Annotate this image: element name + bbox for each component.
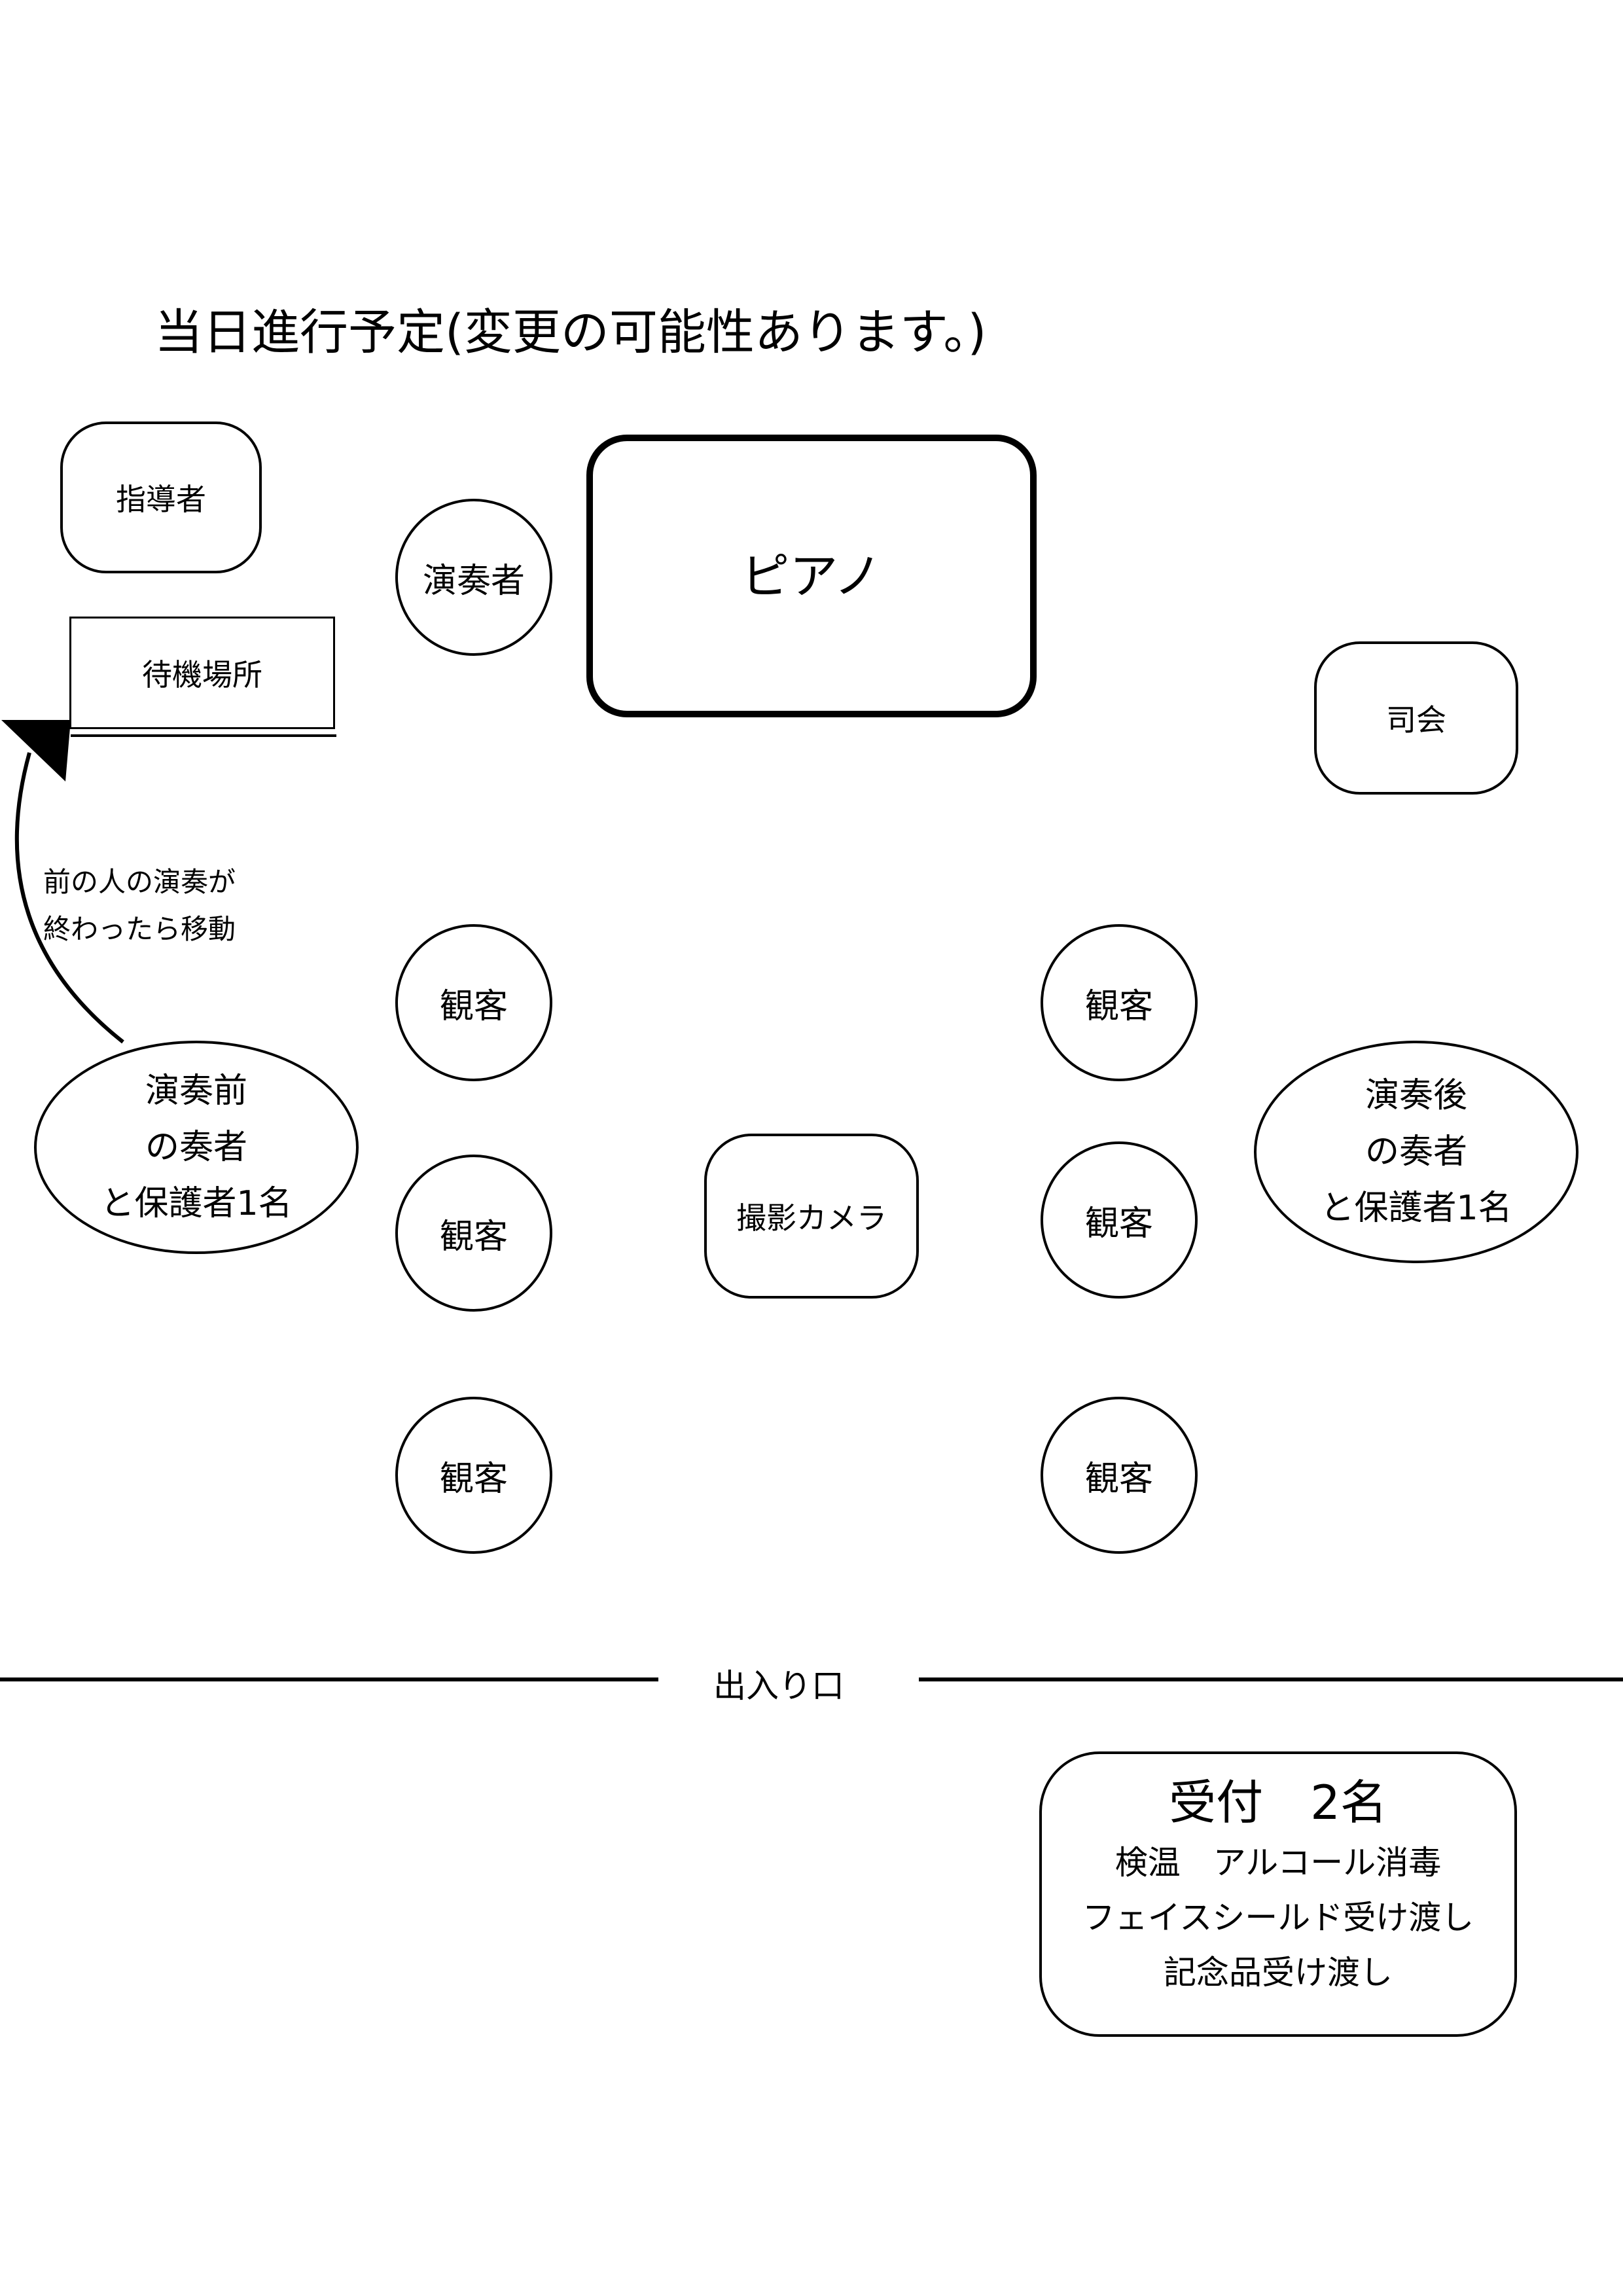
after-group-ellipse: 演奏後 の奏者 と保護者1名 [1254, 1041, 1578, 1263]
before-group-label: 演奏前 の奏者 と保護者1名 [100, 1071, 293, 1223]
performer-circle: 演奏者 [395, 499, 552, 656]
reception-title: 受付 2名 [1169, 1775, 1387, 1830]
move-note: 前の人の演奏が 終わったら移動 [43, 866, 236, 945]
after-group-label: 演奏後 の奏者 と保護者1名 [1320, 1076, 1512, 1228]
audience-circle: 観客 [1041, 1397, 1198, 1554]
before-group-ellipse: 演奏前 の奏者 と保護者1名 [34, 1041, 359, 1254]
waiting-area-box: 待機場所 [69, 617, 335, 729]
performer-label: 演奏者 [422, 561, 525, 601]
mc-label: 司会 [1386, 702, 1446, 738]
mc-box: 司会 [1314, 641, 1518, 795]
reception-box: 受付 2名 検温 アルコール消毒 フェイスシールド受け渡し 記念品受け渡し [1039, 1751, 1517, 2037]
audience-label: 観客 [1084, 1204, 1153, 1244]
audience-label: 観客 [439, 1217, 508, 1257]
audience-label: 観客 [1084, 986, 1153, 1026]
audience-label: 観客 [1084, 1459, 1153, 1499]
waiting-area-label: 待機場所 [142, 657, 262, 692]
instructor-label: 指導者 [116, 482, 206, 517]
audience-circle: 観客 [1041, 924, 1198, 1081]
instructor-box: 指導者 [60, 422, 262, 573]
page-title: 当日進行予定(変更の可能性あります。) [154, 304, 987, 361]
reception-details: 検温 アルコール消毒 フェイスシールド受け渡し 記念品受け渡し [1082, 1844, 1474, 1992]
audience-label: 観客 [439, 986, 508, 1026]
audience-circle: 観客 [1041, 1141, 1198, 1299]
camera-label: 撮影カメラ [736, 1200, 887, 1236]
audience-label: 観客 [439, 1459, 508, 1499]
audience-circle: 観客 [395, 1155, 552, 1312]
move-arrow-head [1, 720, 71, 781]
entrance-label: 出入り口 [713, 1667, 844, 1705]
piano-box: ピアノ [586, 435, 1037, 717]
move-arrow-line [14, 752, 124, 1044]
camera-box: 撮影カメラ [704, 1134, 919, 1299]
audience-circle: 観客 [395, 924, 552, 1081]
audience-circle: 観客 [395, 1397, 552, 1554]
piano-label: ピアノ [741, 548, 882, 605]
